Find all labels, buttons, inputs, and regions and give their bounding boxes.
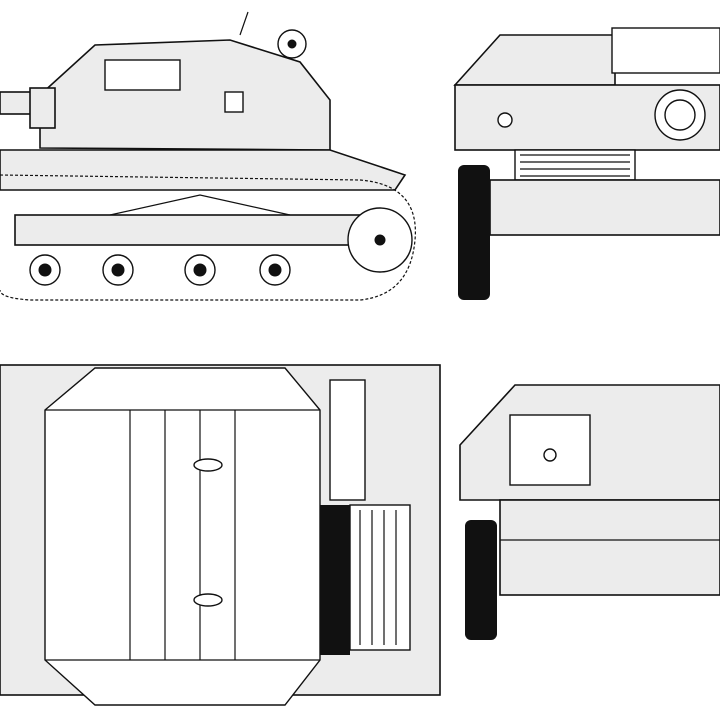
front-view: [453, 27, 720, 300]
rear-view: [459, 384, 720, 640]
side-view: [0, 11, 416, 301]
top-view: [0, 364, 441, 706]
hull-plates: [45, 409, 320, 661]
radiator-grille: [520, 154, 630, 177]
road-wheels: [29, 254, 291, 286]
engine-grille: [359, 510, 397, 645]
